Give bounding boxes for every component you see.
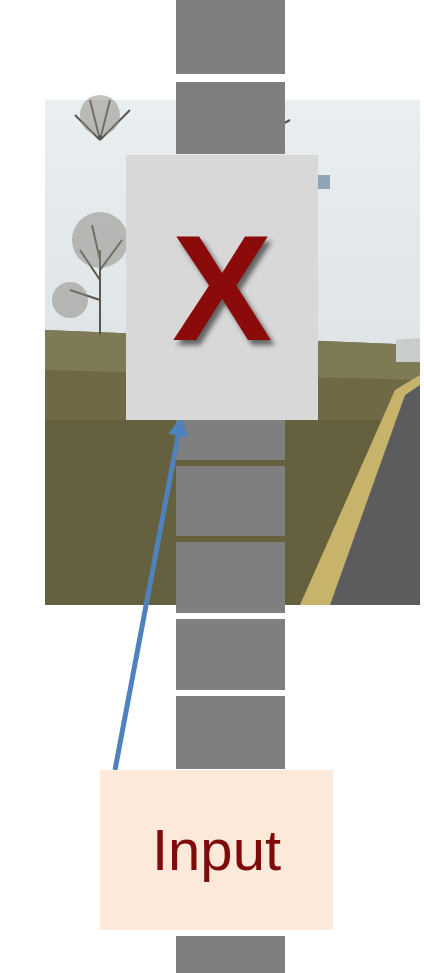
- output-box: X: [126, 155, 318, 420]
- input-box: Input: [100, 770, 333, 930]
- input-arrow: [115, 420, 181, 770]
- landscape-photo: [45, 95, 420, 605]
- node-label: X: [172, 213, 272, 363]
- node-label: Input: [152, 821, 281, 879]
